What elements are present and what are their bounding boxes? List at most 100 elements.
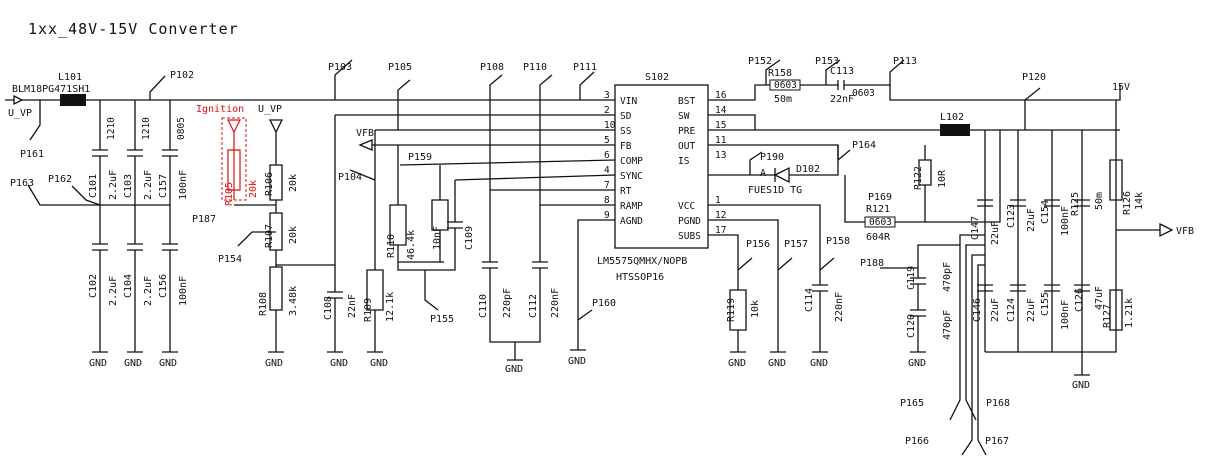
- c155-ref: C155: [1040, 292, 1051, 316]
- ic-pin-name-out: OUT: [678, 141, 695, 152]
- ic-pin-name-vcc: VCC: [678, 201, 695, 212]
- p103-lead: [334, 59, 353, 100]
- c119-ref: C119: [906, 266, 917, 290]
- p120-lead: [1024, 87, 1041, 130]
- tp-p160: P160: [592, 298, 616, 309]
- tp-p159: P159: [408, 152, 432, 163]
- ic-pin-name-sd: SD: [620, 111, 632, 122]
- tp-p102: P102: [170, 70, 194, 81]
- r158-pkg: 0603: [774, 80, 797, 91]
- r119-val: 10k: [750, 300, 761, 318]
- net-label-vfb-1: VFB: [356, 128, 374, 139]
- ic-pin-name-bst: BST: [678, 96, 695, 107]
- p104-lead: [349, 169, 376, 181]
- output-cap-bank: [977, 100, 1174, 376]
- tp-p162: P162: [48, 174, 72, 185]
- p160-lead: [577, 309, 593, 321]
- ic-part: LM5575QMHX/NOPB: [597, 256, 687, 267]
- bst-tp-leads: [765, 59, 905, 85]
- ic-package: HTSSOP16: [616, 272, 664, 283]
- r158-body: [769, 79, 801, 91]
- sense-lines: [949, 234, 987, 456]
- ic-pin-num-9: 9: [604, 210, 610, 221]
- gnd-6: GND: [370, 358, 388, 369]
- tp-p111: P111: [573, 62, 597, 73]
- r125-ref: R125: [1070, 192, 1081, 216]
- tp-p110: P110: [523, 62, 547, 73]
- gnd-11: GND: [810, 358, 828, 369]
- c101-pkg: 1210: [106, 117, 117, 140]
- tp-p152: P152: [748, 56, 772, 67]
- c114-ref: C114: [804, 288, 815, 312]
- l101-ref: L101: [58, 72, 82, 83]
- gnd-12: GND: [908, 358, 926, 369]
- ic-pin-name-sync: SYNC: [620, 171, 643, 182]
- d102-anode: A: [760, 168, 766, 179]
- ic-pin-name-rt: RT: [620, 186, 632, 197]
- gnd-8: GND: [568, 356, 586, 367]
- gnd-9: GND: [728, 358, 746, 369]
- ic-pin-num-3: 3: [604, 90, 610, 101]
- tp-p169: P169: [868, 192, 892, 203]
- tp-p153: P153: [815, 56, 839, 67]
- vfb-flag: [358, 139, 373, 151]
- ic-pin-name-fb: FB: [620, 141, 632, 152]
- gnd-2: GND: [124, 358, 142, 369]
- c109-branch: [440, 180, 463, 271]
- c112-ref: C112: [528, 294, 539, 318]
- ic-pin-name-vin: VIN: [620, 96, 637, 107]
- c124-val: 22uF: [1026, 298, 1037, 322]
- gnd-10: GND: [768, 358, 786, 369]
- ic-pin-num-6: 6: [604, 150, 610, 161]
- c109-val: 10nF: [432, 226, 443, 250]
- p105-lead: [397, 79, 411, 130]
- tp-p103: P103: [328, 62, 352, 73]
- tp-p165: P165: [900, 398, 924, 409]
- tp-p105: P105: [388, 62, 412, 73]
- tp-p155: P155: [430, 314, 454, 325]
- c104-val: 2.2uF: [143, 276, 154, 306]
- p111-lead: [579, 71, 595, 100]
- ic-pin-name-ss: SS: [620, 126, 632, 137]
- r125-val: 50m: [1094, 192, 1105, 210]
- pgnd-net: [708, 219, 786, 353]
- c110-ref: C110: [478, 294, 489, 318]
- gnd-rc: [507, 342, 523, 361]
- gnd-7: GND: [505, 364, 523, 375]
- c102-val: 2.2uF: [108, 276, 119, 306]
- p154-lead: [237, 231, 276, 247]
- ic-pin-num-10: 10: [604, 120, 616, 131]
- ic-pin-name-pre: PRE: [678, 126, 695, 137]
- tp-p157: P157: [784, 239, 808, 250]
- ic-pin-name-pgnd: PGND: [678, 216, 701, 227]
- p156-157-158-leads: [737, 257, 835, 271]
- p161-lead: [29, 100, 41, 141]
- d102-ref: D102: [796, 164, 820, 175]
- r126-val: 14k: [1134, 192, 1145, 210]
- c155-val: 100nF: [1060, 300, 1071, 330]
- tp-p158: P158: [826, 236, 850, 247]
- c113-ref: C113: [830, 66, 854, 77]
- comp-network: [398, 159, 616, 263]
- c120-val: 470pF: [942, 310, 953, 340]
- ic-pin-num-4: 4: [604, 165, 610, 176]
- ic-pin-num-5: 5: [604, 135, 610, 146]
- c147-ref: C147: [970, 216, 981, 240]
- c114-val: 220nF: [834, 292, 845, 322]
- c124-ref: C124: [1006, 298, 1017, 322]
- ic-pin-num-12: 12: [715, 210, 726, 221]
- tp-p154: P154: [218, 254, 242, 265]
- c120-ref: C120: [906, 314, 917, 338]
- r158-val: 50m: [774, 94, 792, 105]
- r121-r122-network: [844, 130, 1001, 223]
- agnd-net: [570, 219, 615, 351]
- ic-pin-name-agnd: AGND: [620, 216, 643, 227]
- ic-pin-num-14: 14: [715, 105, 727, 116]
- r110-val: 46.4k: [406, 230, 417, 260]
- c119-c120: [880, 244, 960, 353]
- tp-p167: P167: [985, 436, 1009, 447]
- p162-lead: [71, 185, 101, 206]
- r105-val: 20k: [248, 180, 259, 198]
- subs-r119: [708, 234, 747, 353]
